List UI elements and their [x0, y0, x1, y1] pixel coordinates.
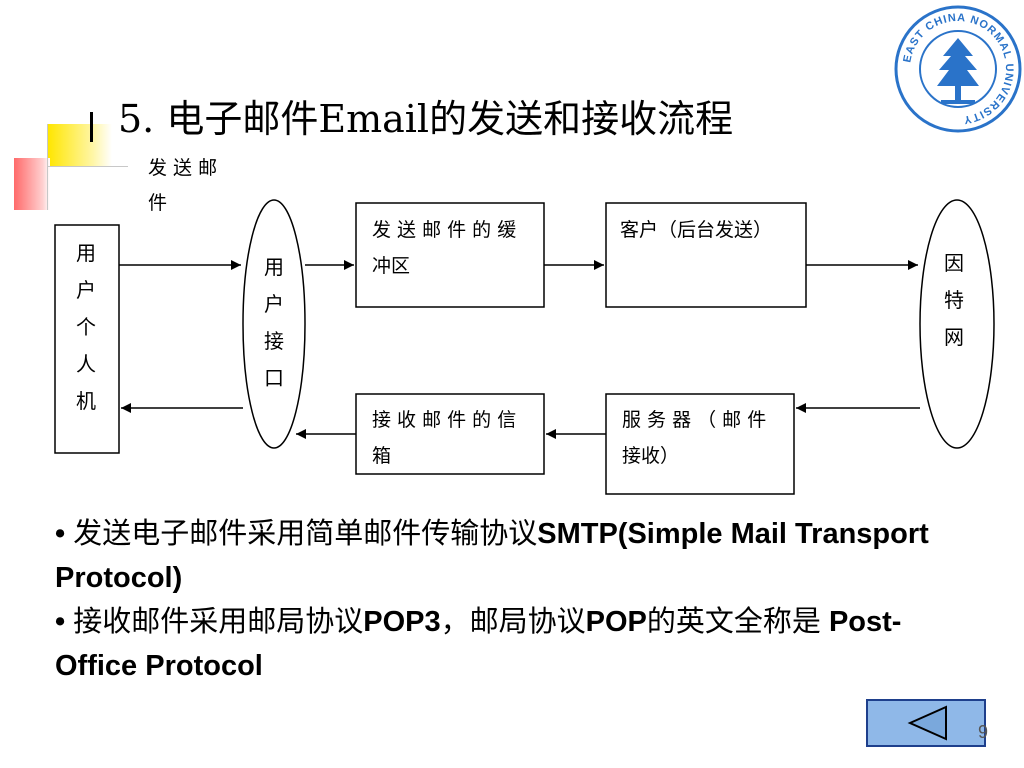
- slide-title: 5. 电子邮件Email的发送和接收流程: [118, 97, 734, 141]
- bullet-smtp: • 发送电子邮件采用简单邮件传输协议SMTP(Simple Mail Trans…: [55, 512, 935, 600]
- title-marker-bar: [90, 112, 93, 142]
- send-buffer-box: [355, 202, 545, 308]
- vertical-label-char: 口: [264, 366, 284, 390]
- decoration-vertical-line: [47, 124, 48, 210]
- decoration-yellow-block: [48, 124, 112, 166]
- server-label: 服 务 器 （ 邮 件 接收）: [622, 409, 766, 467]
- client-label: 客户（后台发送）: [620, 219, 772, 241]
- triangle-left-icon: [907, 705, 947, 741]
- inbox-label: 接 收 邮 件 的 信 箱: [372, 409, 516, 467]
- bullet-pop-cn3: 的英文全称是: [646, 606, 829, 638]
- bullet-pop-en: POP3: [363, 606, 441, 638]
- vertical-label-char: 户: [76, 278, 96, 302]
- bullet-marker: •: [55, 518, 66, 550]
- vertical-label-char: 户: [264, 292, 284, 316]
- page-number: 9: [978, 722, 989, 742]
- svg-text:箱: 箱: [372, 445, 391, 467]
- send-mail-label: 发 送 邮 件: [148, 157, 217, 214]
- previous-slide-button[interactable]: [866, 699, 986, 747]
- bullet-marker: •: [55, 606, 66, 638]
- bullet-pop-en2: POP: [585, 606, 647, 638]
- svg-text:服 务 器 （ 邮 件: 服 务 器 （ 邮 件: [622, 409, 766, 431]
- decoration-red-block: [14, 158, 50, 210]
- bullet-smtp-cn: 发送电子邮件采用简单邮件传输协议: [73, 518, 538, 550]
- bullet-pop: • 接收邮件采用邮局协议POP3，邮局协议POP的英文全称是 Post-Offi…: [55, 600, 935, 688]
- client-box: [605, 202, 807, 308]
- bullet-pop-en3: Post-Office Protocol: [55, 606, 902, 682]
- bullet-pop-cn2: ，邮局协议: [440, 606, 586, 638]
- vertical-label-char: 个: [76, 315, 96, 339]
- vertical-label-char: 用: [76, 241, 96, 265]
- university-logo: EAST CHINA NORMAL UNIVERSITY: [894, 5, 1022, 133]
- vertical-label-char: 接: [264, 329, 284, 353]
- bullet-list: • 发送电子邮件采用简单邮件传输协议SMTP(Simple Mail Trans…: [55, 512, 935, 688]
- svg-text:接收）: 接收）: [622, 445, 679, 467]
- vertical-label-char: 人: [76, 352, 96, 376]
- vertical-label-char: 网: [944, 325, 964, 349]
- internet-label: 因特网: [944, 251, 964, 349]
- vertical-label-char: 因: [944, 251, 964, 275]
- vertical-label-char: 用: [264, 255, 284, 279]
- vertical-label-char: 特: [944, 288, 964, 312]
- svg-text:冲区: 冲区: [372, 255, 410, 277]
- svg-text:发 送 邮: 发 送 邮: [148, 157, 217, 179]
- vertical-label-char: 机: [76, 389, 96, 413]
- university-tree-seal-icon: [937, 38, 979, 104]
- svg-text:接 收 邮 件 的 信: 接 收 邮 件 的 信: [372, 409, 516, 431]
- send-buffer-label: 发 送 邮 件 的 缓 冲区: [372, 219, 516, 277]
- bullet-smtp-en: SMTP(Simple Mail Transport Protocol): [55, 518, 929, 594]
- user-interface-ellipse: [242, 199, 306, 449]
- svg-text:件: 件: [148, 192, 167, 214]
- decoration-horizontal-line: [48, 166, 128, 167]
- internet-ellipse: [919, 199, 995, 449]
- user-pc-box: [54, 224, 120, 454]
- server-box: [605, 393, 795, 495]
- bullet-pop-cn: 接收邮件采用邮局协议: [73, 606, 364, 638]
- svg-text:发 送 邮 件 的 缓: 发 送 邮 件 的 缓: [372, 219, 516, 241]
